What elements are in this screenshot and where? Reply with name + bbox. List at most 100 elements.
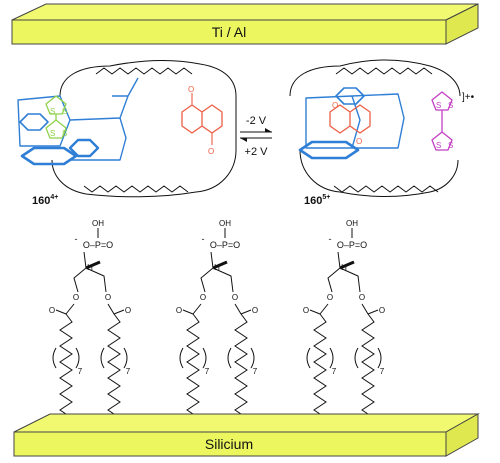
lipid-o-label: O	[200, 293, 206, 302]
lipid-bracket	[377, 347, 382, 369]
lipid-o-label: O	[379, 306, 385, 315]
lipid-wedge-bond	[85, 260, 101, 270]
lipid-bond	[210, 251, 214, 269]
top-electrode-top-face	[11, 3, 479, 21]
ttf-s-label: S	[50, 129, 55, 138]
lipid-phosphate-label: O–P=O	[83, 240, 113, 250]
dnp-unit-left	[181, 104, 223, 134]
lipid-bracket	[329, 347, 334, 369]
lipid-charge-label: -	[75, 234, 78, 244]
cyclophane-left	[17, 77, 139, 161]
lipid-bond	[83, 251, 87, 269]
bipyridinium-right-b	[298, 140, 360, 160]
crown-ether-left-zigzag-bottom	[83, 185, 189, 193]
dnp-unit-right	[329, 104, 371, 134]
lipid-tail	[313, 313, 327, 419]
compound-label-left: 1604+	[32, 194, 58, 207]
lipid-o-label: O	[359, 293, 365, 302]
crown-ether-left-zigzag-top	[95, 67, 193, 75]
ttf-s-label: S	[62, 129, 67, 138]
lipid-ester	[55, 303, 75, 315]
lipid-bracket	[100, 347, 105, 369]
lipid-glycerol	[200, 267, 234, 293]
lipid-ester	[182, 303, 202, 315]
lipid-oh-label: OH	[346, 219, 358, 228]
ttf-unit-left	[45, 95, 67, 139]
lipid-o-label: O	[125, 306, 131, 315]
cyclophane-right	[305, 93, 405, 149]
lipid-monolayer: OHO–P=O-HOOOO77OHO–P=O-HOOOO77OHO–P=O-HO…	[49, 219, 385, 419]
top-electrode: Ti / Al	[11, 3, 479, 45]
lipid-tail	[186, 313, 200, 419]
lipid-o-label: O	[327, 293, 333, 302]
redox-switch: -2 V +2 V	[240, 115, 272, 158]
lipid-phosphate-label: O–P=O	[337, 240, 367, 250]
radical-cation-tag: ]+•	[462, 92, 475, 103]
lipid-o-label: O	[252, 306, 258, 315]
lipid-o-label: O	[49, 306, 55, 315]
arrowhead-forward	[265, 128, 272, 132]
lipid-o-label: O	[303, 306, 309, 315]
lipid-ester	[107, 303, 125, 315]
lipid-o-label: O	[176, 306, 182, 315]
ttf-unit-right	[431, 91, 453, 151]
ttf-s-label: S	[448, 101, 453, 110]
bipyridinium-left-c	[20, 146, 78, 166]
lipid-glycerol	[327, 267, 361, 293]
lipid-bracket	[202, 347, 207, 369]
ttf-s-label: S	[436, 141, 441, 150]
lipid-charge-label: -	[329, 234, 332, 244]
lipid-o-label: O	[73, 293, 79, 302]
top-electrode-label: Ti / Al	[212, 24, 247, 40]
lipid-repeat-label: 7	[380, 367, 385, 376]
lipid-bracket	[179, 347, 184, 369]
dnp-o-label: O	[208, 147, 214, 156]
lipid-bracket	[227, 347, 232, 369]
dnp-o-label: O	[356, 137, 362, 146]
lipid-bracket	[306, 347, 311, 369]
lipid-wedge-bond	[212, 260, 228, 270]
dnp-oxygen-links-left	[191, 93, 213, 145]
lipid-o-label: O	[232, 293, 238, 302]
lipid-tail	[59, 313, 73, 419]
bottom-electrode-top-face	[13, 413, 480, 433]
lipid-repeat-label: 7	[332, 367, 337, 376]
lipid-bracket	[75, 347, 80, 369]
switch-forward-label: -2 V	[246, 115, 267, 127]
lipid-charge-label: -	[202, 234, 205, 244]
lipid-oh-label: OH	[219, 219, 231, 228]
bipyridinium-left-b	[68, 138, 100, 158]
arrowhead-reverse	[240, 138, 247, 142]
bottom-electrode: Silicium	[13, 413, 480, 457]
ttf-s-label: S	[62, 107, 67, 116]
lipid-bracket	[250, 347, 255, 369]
switch-reverse-label: +2 V	[245, 146, 269, 158]
crown-ether-right	[289, 59, 461, 197]
lipid-tail	[361, 313, 375, 419]
lipid-repeat-label: 7	[205, 367, 210, 376]
bottom-electrode-label: Silicium	[205, 436, 253, 452]
rotaxane-left: S S S S O O 1604+	[17, 59, 237, 207]
lipid-bond	[337, 251, 341, 269]
lipid-tail	[107, 313, 121, 419]
lipid-ester	[361, 303, 379, 315]
lipid-glycerol	[73, 267, 107, 293]
lipid-phosphate-label: O–P=O	[210, 240, 240, 250]
ttf-s-label: S	[448, 141, 453, 150]
lipid-bracket	[52, 347, 57, 369]
bipyridinium-left-a	[19, 113, 49, 131]
crown-ether-left	[51, 59, 237, 198]
ttf-s-label: S	[50, 107, 55, 116]
ttf-s-label: S	[436, 101, 441, 110]
crown-ether-right-zigzag-bottom	[333, 185, 439, 193]
lipid-bracket	[123, 347, 128, 369]
lipid-repeat-label: 7	[126, 367, 131, 376]
crown-ether-right-zigzag-top	[335, 67, 433, 75]
dnp-o-label: O	[188, 85, 194, 94]
rotaxane-right: O O S S S S ]+• 1605+	[289, 59, 475, 207]
bottom-electrode-side-face	[445, 413, 479, 457]
lipid-ester	[309, 303, 329, 315]
lipid-repeat-label: 7	[78, 367, 83, 376]
lipid-repeat-label: 7	[253, 367, 258, 376]
